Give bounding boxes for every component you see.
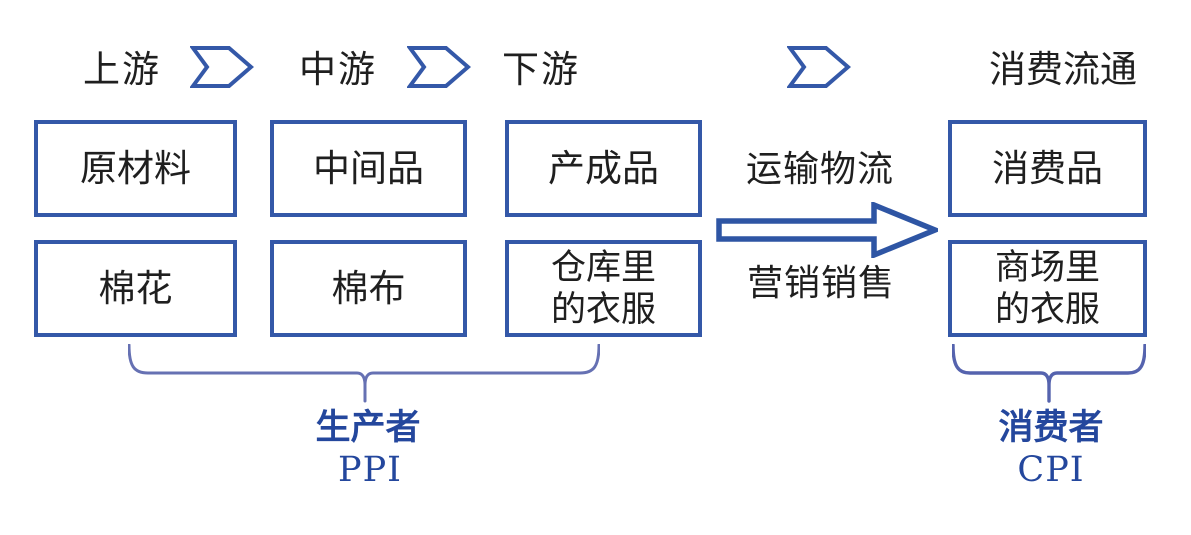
underbrace-producer xyxy=(128,344,600,403)
stage-label-midstream: 中游 xyxy=(299,48,377,91)
box-text-line1: 商场里 xyxy=(994,247,1100,288)
box-mall-clothes: 商场里 的衣服 xyxy=(948,240,1147,337)
box-text: 棉布 xyxy=(331,266,406,310)
chevron-right-icon xyxy=(190,46,254,88)
box-intermediate-goods: 中间品 xyxy=(270,120,467,217)
box-raw-materials: 原材料 xyxy=(34,120,237,217)
box-text: 消费品 xyxy=(992,146,1103,190)
consumer-label: 消费者 xyxy=(998,408,1104,448)
box-cotton-cloth: 棉布 xyxy=(270,240,467,337)
flow-label-transport: 运输物流 xyxy=(745,149,894,190)
box-cotton: 棉花 xyxy=(34,240,237,337)
ppi-label: PPI xyxy=(338,450,402,490)
cpi-label: CPI xyxy=(1017,450,1085,490)
box-text: 产成品 xyxy=(548,146,659,190)
box-text-line2: 的衣服 xyxy=(994,289,1100,330)
box-text: 棉花 xyxy=(98,266,173,310)
box-text-line2: 的衣服 xyxy=(550,289,656,330)
box-warehouse-clothes: 仓库里 的衣服 xyxy=(505,240,702,337)
stage-label-upstream: 上游 xyxy=(83,48,161,91)
stage-label-downstream: 下游 xyxy=(502,48,580,91)
underbrace-consumer xyxy=(952,344,1146,403)
box-consumer-goods: 消费品 xyxy=(948,120,1147,217)
chevron-right-icon xyxy=(787,46,851,88)
box-text: 原材料 xyxy=(80,146,191,190)
box-text: 中间品 xyxy=(313,146,424,190)
box-finished-goods: 产成品 xyxy=(505,120,702,217)
flow-right-arrow-icon xyxy=(716,202,938,258)
chevron-right-icon xyxy=(407,46,471,88)
flow-label-marketing: 营销销售 xyxy=(746,263,895,304)
producer-label: 生产者 xyxy=(315,408,421,448)
stage-label-consumption: 消费流通 xyxy=(989,48,1137,91)
box-text-line1: 仓库里 xyxy=(550,247,656,288)
